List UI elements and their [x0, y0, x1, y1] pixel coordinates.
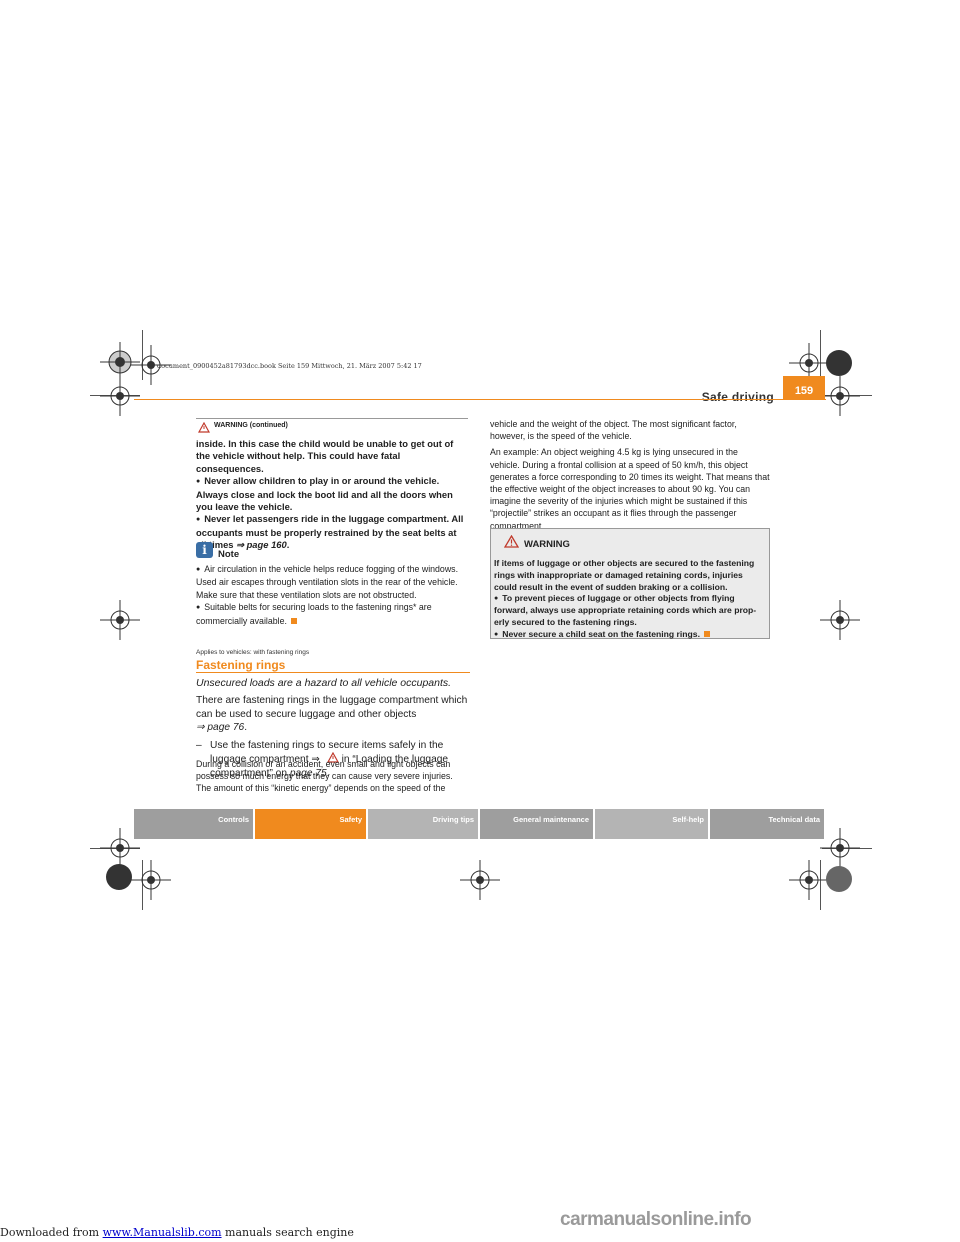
- section-body: There are fastening rings in the luggage…: [196, 694, 468, 781]
- registration-mark-icon: [100, 376, 140, 416]
- crop-mark: [142, 330, 143, 380]
- warning-bullet: Never secure a child seat on the fasteni…: [494, 629, 766, 641]
- registration-mark-icon: [820, 828, 860, 868]
- tab-controls[interactable]: Controls: [134, 809, 253, 839]
- tab-driving-tips[interactable]: Driving tips: [368, 809, 478, 839]
- chapter-tabs: Controls Safety Driving tips General mai…: [134, 809, 826, 839]
- warning-title: WARNING: [524, 539, 570, 550]
- tab-technical-data[interactable]: Technical data: [710, 809, 824, 839]
- warning-continued-title: WARNING (continued): [214, 422, 288, 429]
- step-text-cont: in “Loading the luggage compartment” on: [210, 754, 449, 779]
- warning-bullet-end: .: [286, 539, 290, 551]
- body-paragraph: During a collision or an accident, even …: [196, 759, 453, 794]
- body-text: There are fastening rings in the luggage…: [196, 695, 468, 720]
- crop-mark: [820, 330, 821, 380]
- applies-to: Applies to vehicles: with fastening ring…: [196, 649, 310, 656]
- warning-bullet: Never allow children to play in or aroun…: [196, 475, 468, 513]
- right-body: vehicle and the weight of the object. Th…: [490, 418, 770, 532]
- note-title: Note: [218, 549, 240, 560]
- section-title: Fastening rings: [196, 658, 286, 672]
- page-reference-link[interactable]: page 75: [289, 767, 327, 779]
- warning-paragraph: inside. In this case the child would be …: [196, 438, 454, 474]
- header-rule: [134, 399, 826, 400]
- warning-bullet: To prevent pieces of luggage or other ob…: [494, 593, 766, 628]
- warning-triangle-icon: [326, 752, 339, 763]
- end-marker-icon: [290, 617, 297, 624]
- page-title: Safe driving: [701, 390, 774, 404]
- tab-self-help[interactable]: Self-help: [595, 809, 708, 839]
- note-bullet: Suitable belts for securing loads to the…: [196, 601, 468, 627]
- step-text-end: .: [326, 767, 330, 779]
- registration-mark-icon: [820, 600, 860, 640]
- note-bullet: Air circulation in the vehicle helps red…: [196, 563, 468, 601]
- registration-mark-icon: [131, 345, 171, 385]
- warning-body: If items of luggage or other objects are…: [494, 558, 766, 641]
- registration-mark-icon: [131, 860, 171, 900]
- registration-dot-icon: [106, 864, 132, 890]
- tab-safety[interactable]: Safety: [255, 809, 366, 839]
- page-reference-link[interactable]: ⇒ page 160: [236, 539, 287, 551]
- footer-suffix: manuals search engine: [221, 1226, 354, 1239]
- download-footer: Downloaded from www.Manualslib.com manua…: [0, 1226, 354, 1239]
- section-rule: [196, 672, 470, 673]
- warning-bullet-text: Never let passengers ride in the luggage…: [196, 513, 464, 551]
- warning-bullet-text: Never secure a child seat on the fasteni…: [502, 628, 700, 639]
- step-dash: –: [196, 739, 202, 751]
- info-icon: i: [196, 542, 213, 558]
- body-paragraph: An example: An object weighing 4.5 kg is…: [490, 447, 770, 531]
- body-paragraph: There are fastening rings in the luggage…: [196, 694, 468, 735]
- crop-mark: [142, 860, 143, 910]
- warning-continued-header: WARNING (continued): [196, 418, 468, 433]
- tab-general-maintenance[interactable]: General maintenance: [480, 809, 593, 839]
- manualslib-link[interactable]: www.Manualslib.com: [102, 1226, 222, 1239]
- warning-paragraph: If items of luggage or other objects are…: [494, 558, 755, 592]
- page-reference-link[interactable]: ⇒ page 76: [196, 722, 245, 734]
- warning-continued-body: inside. In this case the child would be …: [196, 438, 468, 552]
- file-info: document_0900452a81793dcc.book Seite 159…: [157, 362, 422, 370]
- step-text: Use the fastening rings to secure items …: [210, 739, 444, 766]
- page-number: 159: [783, 376, 825, 400]
- note-bullet-text: Suitable belts for securing loads to the…: [196, 602, 432, 626]
- registration-mark-icon: [820, 376, 860, 416]
- registration-dot-icon: [826, 866, 852, 892]
- registration-mark-icon: [789, 860, 829, 900]
- crop-mark: [820, 860, 821, 910]
- registration-mark-icon: [100, 342, 140, 382]
- section-subtitle: Unsecured loads are a hazard to all vehi…: [196, 677, 452, 689]
- registration-dot-icon: [826, 350, 852, 376]
- registration-mark-icon: [460, 860, 500, 900]
- watermark: carmanualsonline.info: [560, 1209, 752, 1230]
- warning-box: WARNING If items of luggage or other obj…: [490, 528, 770, 639]
- body-text-end: .: [244, 722, 248, 734]
- note-body: Air circulation in the vehicle helps red…: [196, 563, 468, 627]
- registration-mark-icon: [100, 600, 140, 640]
- action-step: – Use the fastening rings to secure item…: [196, 739, 468, 781]
- end-marker-icon: [703, 630, 710, 637]
- warning-triangle-icon: [503, 534, 520, 553]
- warning-bullet: Never let passengers ride in the luggage…: [196, 513, 468, 551]
- registration-mark-icon: [100, 828, 140, 868]
- body-paragraph: vehicle and the weight of the object. Th…: [490, 419, 737, 442]
- footer-prefix: Downloaded from: [0, 1226, 103, 1239]
- warning-triangle-icon: [197, 420, 211, 438]
